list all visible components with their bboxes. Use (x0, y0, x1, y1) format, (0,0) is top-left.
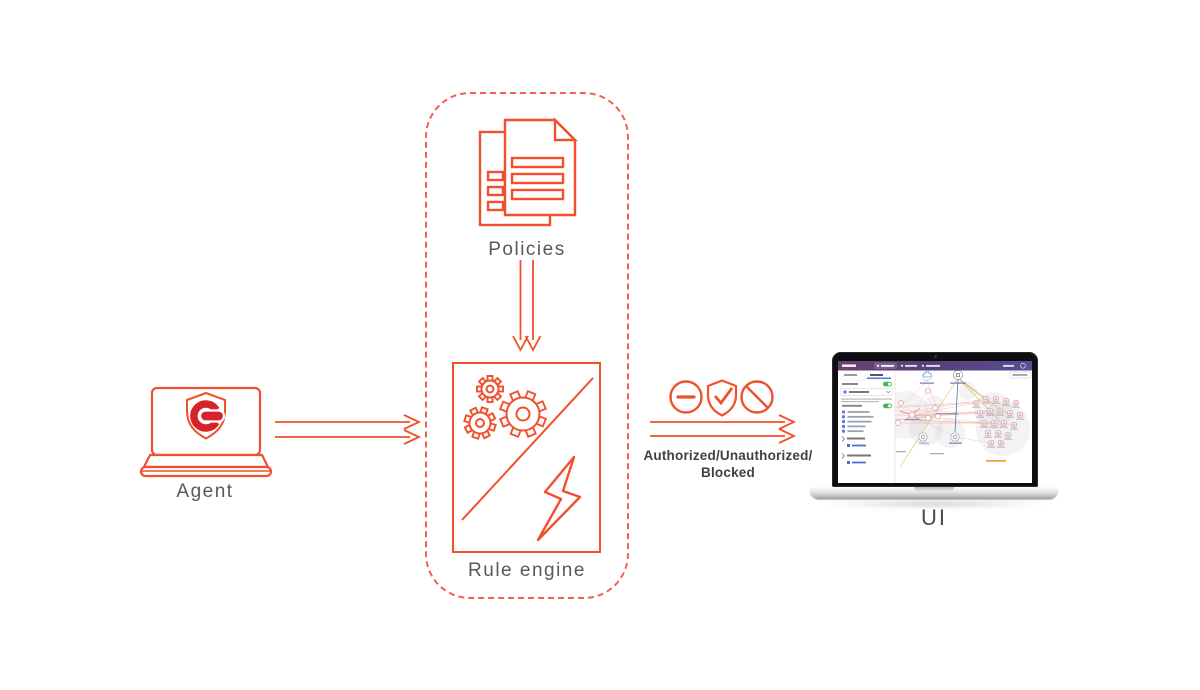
verdict-flow (650, 379, 797, 444)
ui-laptop-base (810, 487, 1058, 499)
agent-laptop-icon (139, 386, 273, 478)
policies-label: Policies (488, 239, 566, 260)
agent-label: Agent (176, 481, 234, 502)
shield-check-icon (706, 379, 738, 417)
lightning-icon (536, 455, 582, 542)
ui-label: UI (921, 505, 947, 530)
gears-icon (463, 375, 548, 440)
no-entry-icon (740, 380, 774, 414)
dashboard-graph (838, 361, 1032, 483)
verdict-line1: Authorized/Unauthorized/ (643, 448, 813, 463)
rule-engine-gears-icon (461, 375, 594, 542)
policy-boundary (425, 92, 629, 599)
rule-engine-box (452, 362, 601, 553)
camera-icon (933, 355, 937, 358)
rule-engine-label: Rule engine (468, 560, 586, 581)
laptop-shadow (818, 500, 1050, 508)
policies-documents-icon (478, 117, 578, 227)
verdict-label: Authorized/Unauthorized/ Blocked (628, 448, 828, 482)
ui-dashboard-screen (838, 361, 1032, 483)
laptop-notch (914, 487, 954, 492)
minus-circle-icon (669, 380, 703, 414)
verdict-line2: Blocked (701, 464, 755, 480)
agent-to-engine-arrows (275, 414, 422, 445)
agent-logo-icon (190, 400, 226, 432)
policies-to-engine-arrows (512, 260, 542, 352)
